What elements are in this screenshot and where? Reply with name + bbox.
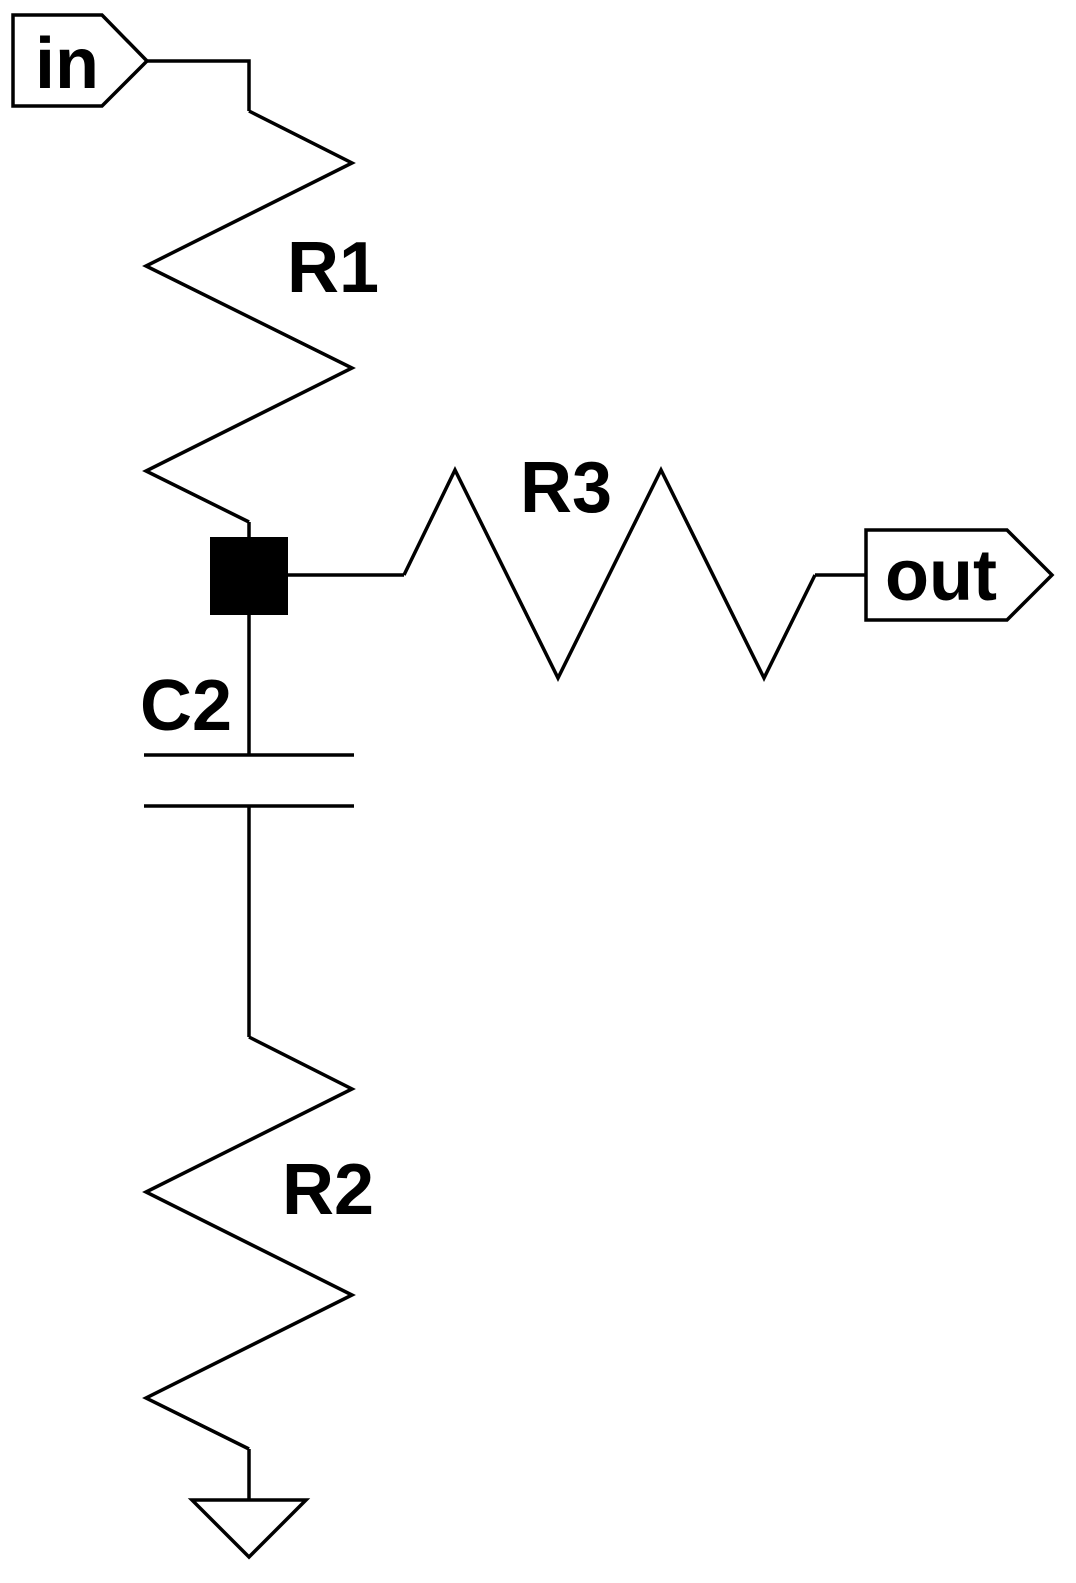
output-port[interactable]: out bbox=[864, 528, 1055, 622]
input-port[interactable]: in bbox=[11, 13, 150, 108]
resistor-r3-label: R3 bbox=[520, 448, 612, 528]
resistor-r3[interactable] bbox=[402, 466, 817, 682]
wire-input-r1 bbox=[147, 59, 251, 111]
resistor-r1[interactable] bbox=[142, 109, 356, 524]
output-port-flag bbox=[864, 528, 1055, 622]
input-port-label: in bbox=[35, 24, 99, 104]
junction-node bbox=[210, 537, 288, 615]
ground-icon bbox=[187, 1498, 311, 1560]
resistor-r2[interactable] bbox=[142, 1035, 356, 1451]
resistor-r1-label: R1 bbox=[287, 228, 379, 308]
capacitor-c2[interactable] bbox=[144, 753, 354, 808]
output-port-label: out bbox=[885, 536, 997, 616]
capacitor-c2-label: C2 bbox=[140, 666, 232, 746]
input-port-flag bbox=[11, 13, 150, 108]
resistor-r2-label: R2 bbox=[282, 1150, 374, 1230]
